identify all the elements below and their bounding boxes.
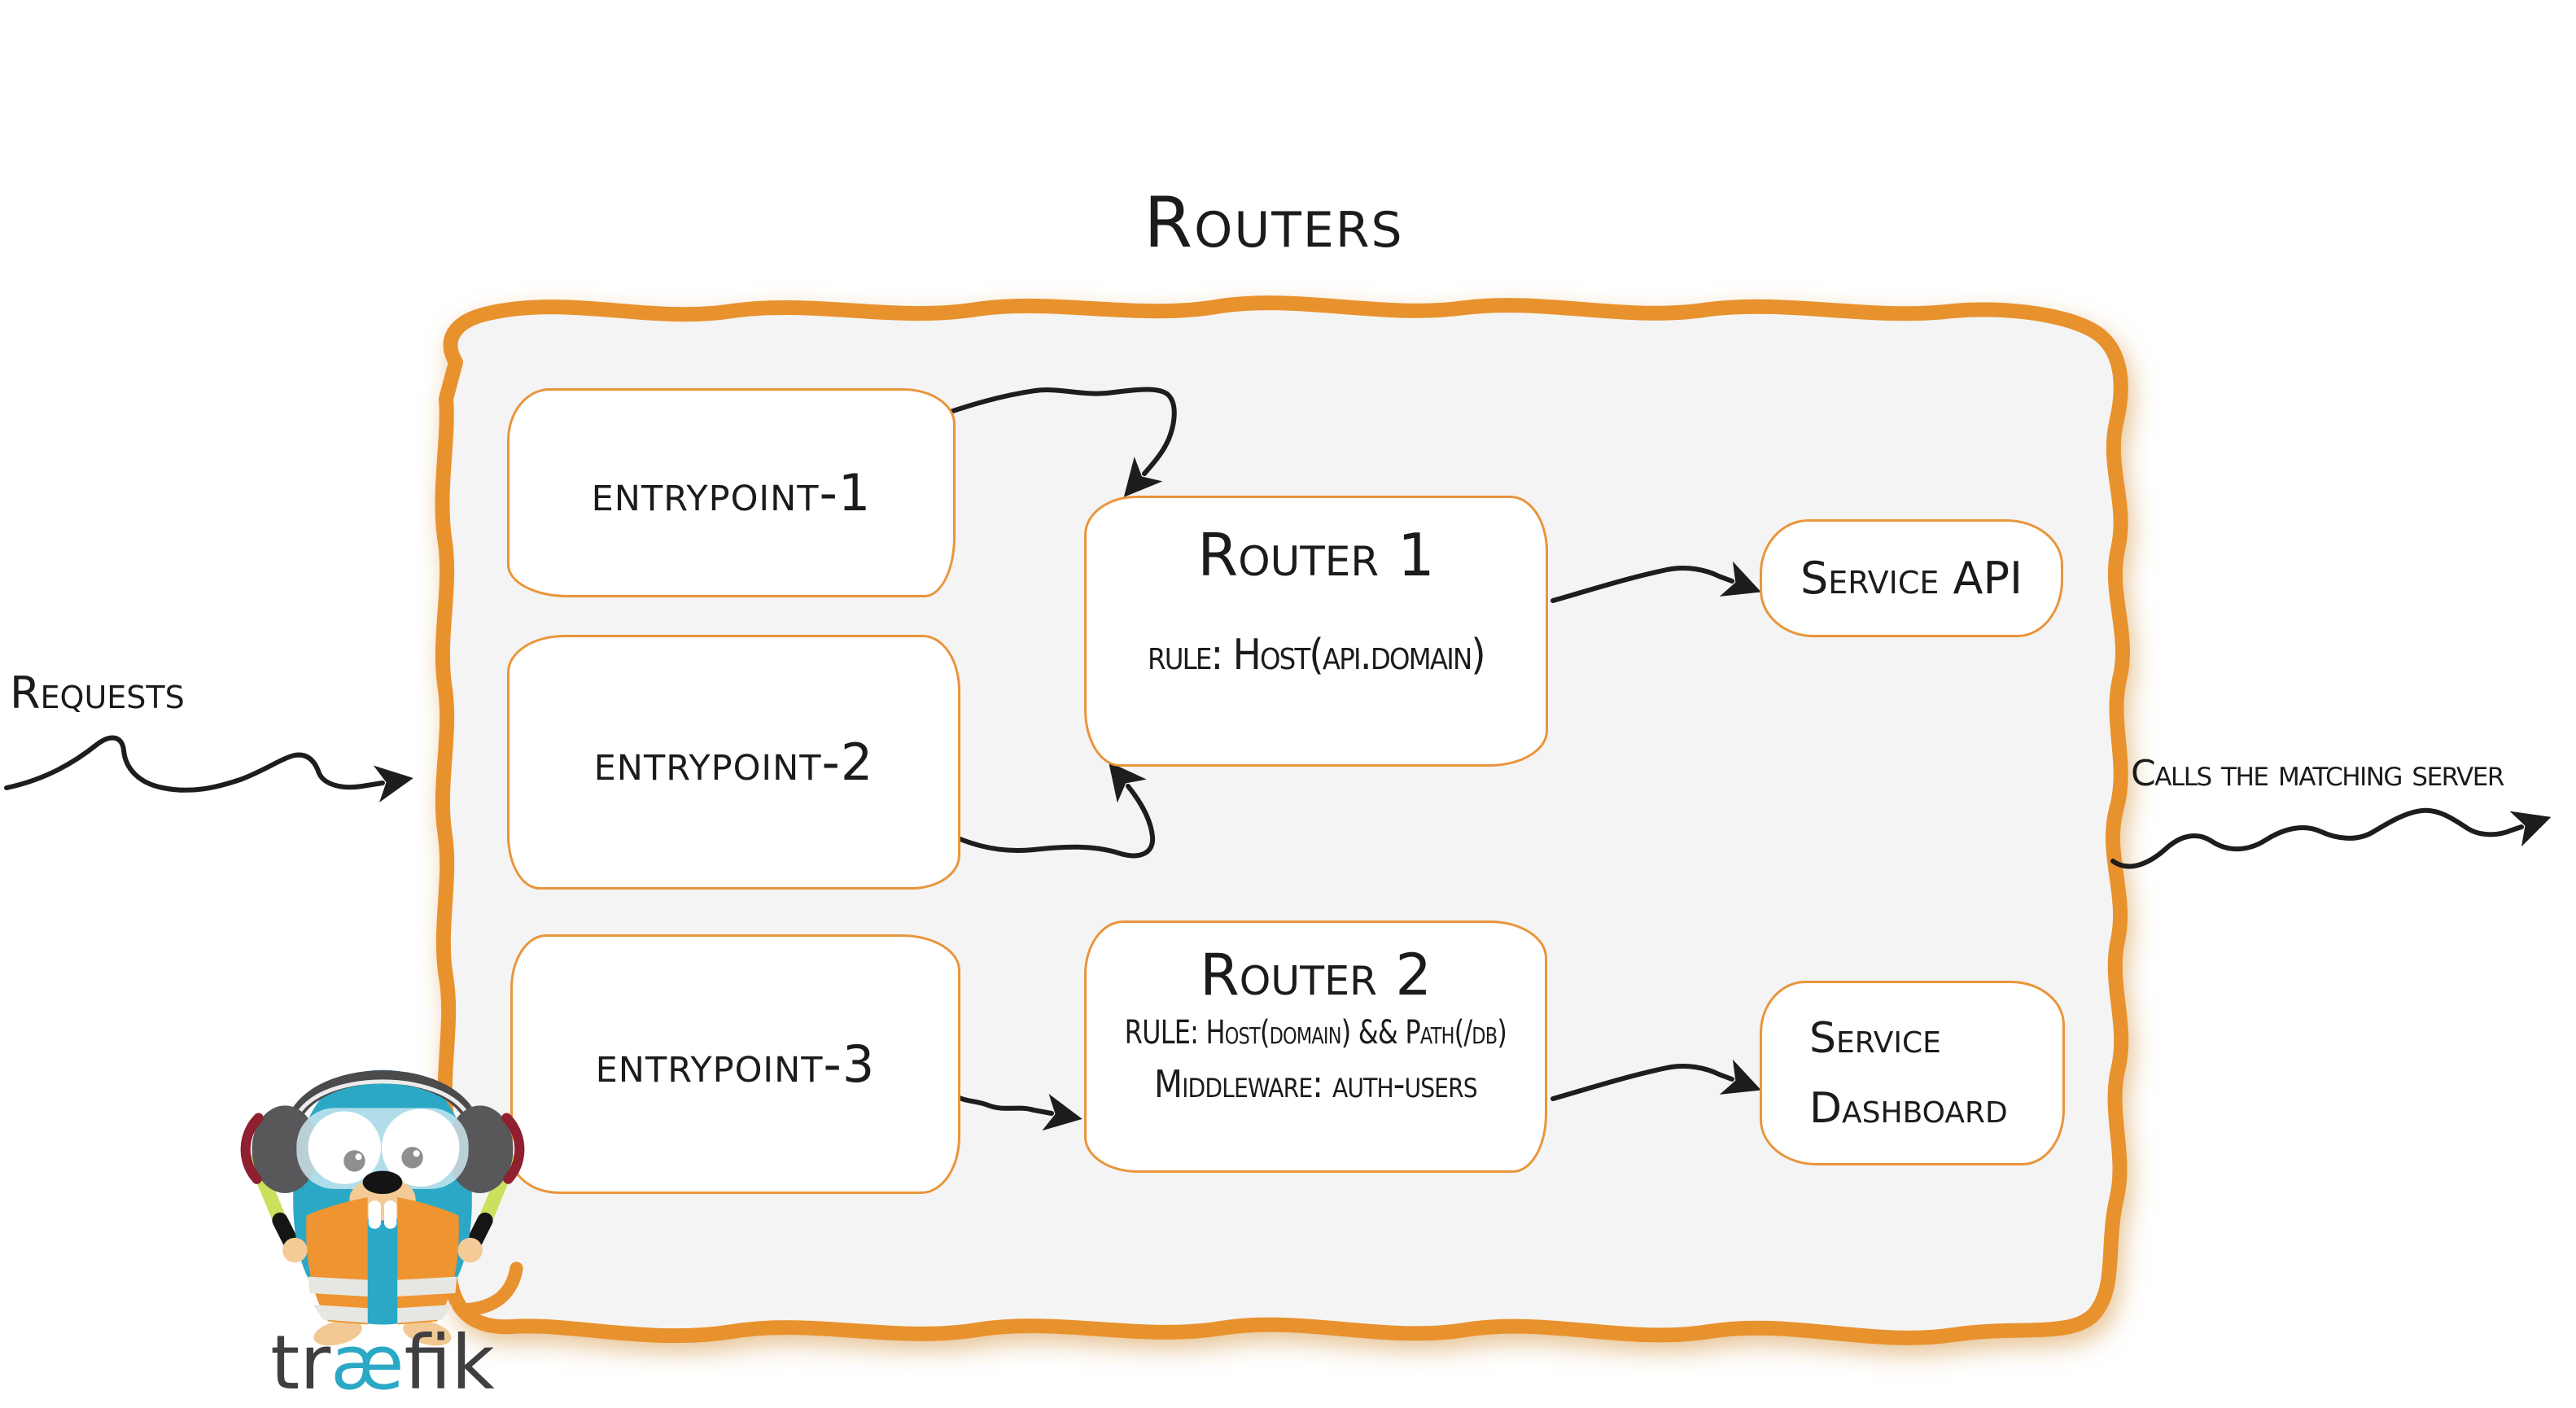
gopher-tail xyxy=(460,1262,523,1317)
vest-stripe xyxy=(397,1276,457,1296)
right-earcup-rim xyxy=(501,1113,525,1184)
wordmark-tr: tr xyxy=(270,1319,331,1406)
right-eye xyxy=(381,1108,460,1187)
wordmark-fik: fik xyxy=(404,1319,495,1406)
arrow-router1-to-service-api xyxy=(1550,561,1761,603)
entrypoint-1-label: entrypoint-1 xyxy=(591,463,872,523)
headphones-band-highlight xyxy=(291,1079,475,1127)
router-2-rule: RULE: Host(domain) && Path(/db) xyxy=(1124,1014,1507,1052)
right-tooth xyxy=(384,1200,397,1229)
arrow-entrypoint1-to-router1 xyxy=(934,387,1177,497)
arrow-router2-to-service-dashboard xyxy=(1550,1059,1761,1101)
entrypoint-3-box: entrypoint-3 xyxy=(510,934,960,1194)
service-dashboard-box: Service Dashboard xyxy=(1760,981,2065,1165)
entrypoint-2-box: entrypoint-2 xyxy=(507,635,960,890)
traefik-wordmark: træfik xyxy=(243,1322,523,1404)
diagram-title: Routers xyxy=(1144,182,1404,264)
requests-label: Requests xyxy=(10,667,185,719)
arrow-entrypoint2-to-router1 xyxy=(942,762,1156,859)
left-eye xyxy=(308,1111,381,1184)
router-2-box: Router 2 RULE: Host(domain) && Path(/db)… xyxy=(1084,920,1547,1173)
wordmark-ae: æ xyxy=(330,1319,405,1406)
entrypoint-3-label: entrypoint-3 xyxy=(595,1034,876,1094)
left-foot xyxy=(313,1320,362,1346)
requests-arrow xyxy=(4,735,413,802)
gopher-mascot xyxy=(240,1069,525,1346)
left-pupil-glint xyxy=(355,1153,362,1161)
right-pupil-glint xyxy=(413,1150,420,1157)
vest-stripe xyxy=(313,1305,368,1323)
left-pupil xyxy=(343,1150,365,1172)
nose xyxy=(362,1170,403,1195)
router-2-middleware: Middleware: auth-users xyxy=(1154,1062,1478,1106)
router-1-box: Router 1 rule: Host(api.domain) xyxy=(1084,496,1548,767)
vest-stripe xyxy=(308,1276,368,1296)
router-1-rule: rule: Host(api.domain) xyxy=(1148,631,1486,680)
right-pupil xyxy=(401,1147,423,1169)
router-1-title: Router 1 xyxy=(1197,521,1435,589)
entrypoint-1-box: entrypoint-1 xyxy=(507,388,956,597)
router-2-title: Router 2 xyxy=(1200,942,1432,1008)
calls-arrow xyxy=(2110,807,2552,869)
service-api-box: Service API xyxy=(1760,519,2063,637)
entrypoint-2-label: entrypoint-2 xyxy=(593,732,874,792)
left-tooth xyxy=(368,1200,381,1229)
right-foot xyxy=(403,1320,452,1346)
traefik-logo: træfik xyxy=(238,1035,527,1408)
service-dashboard-label-line1: Service xyxy=(1809,1013,1941,1063)
left-hand xyxy=(282,1237,308,1263)
service-api-label: Service API xyxy=(1800,553,2023,604)
service-dashboard-label-line2: Dashboard xyxy=(1809,1083,2008,1133)
right-hand xyxy=(457,1237,483,1263)
vest-stripe xyxy=(397,1305,453,1323)
left-earcup-rim xyxy=(240,1113,264,1184)
calls-label: Calls the matching server xyxy=(2131,752,2504,794)
